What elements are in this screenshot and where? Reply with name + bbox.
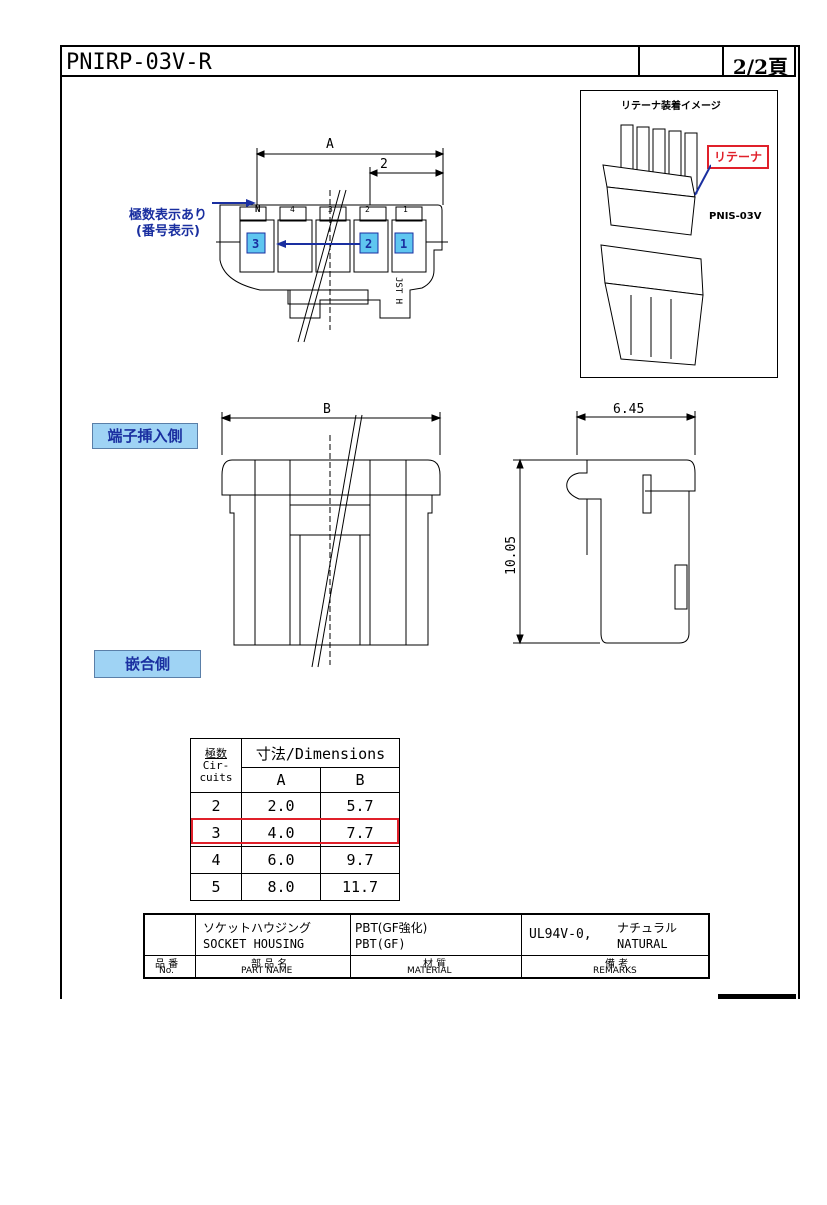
top-view-drawing: A 2 3 2 1 N 4 3 2 1 JST H bbox=[212, 137, 448, 343]
page-number: 2/2頁 bbox=[732, 55, 788, 79]
polarity-note-line2: (番号表示) bbox=[136, 224, 200, 239]
col-a-header: A bbox=[241, 767, 321, 793]
top-mark-4: 4 bbox=[290, 205, 295, 214]
hdr-material-en: MATERIAL bbox=[407, 966, 452, 976]
part-name-jp: ソケットハウジング bbox=[203, 921, 312, 935]
remarks-en: NATURAL bbox=[617, 937, 668, 951]
hdr-remarks-jp: 備 考 bbox=[605, 959, 629, 970]
col-b-header: B bbox=[320, 767, 400, 793]
part-number-title: PNIRP-03V-R bbox=[66, 50, 212, 75]
top-mark-2: 2 bbox=[365, 205, 370, 214]
table-row: 2 2.0 5.7 bbox=[190, 792, 400, 820]
retainer-label: リテーナ bbox=[707, 145, 769, 169]
retainer-image-box: リテーナ装着イメージ リテーナ PNIS-03V bbox=[580, 90, 778, 378]
dim-width-label: 6.45 bbox=[613, 402, 644, 417]
bottom-rule bbox=[718, 994, 796, 999]
row-a: 6.0 bbox=[241, 846, 321, 874]
circuits-header: 極数 Cir- cuits bbox=[190, 738, 242, 793]
hdr-no-en: No. bbox=[159, 966, 174, 976]
hdr-name-en: PART NAME bbox=[241, 966, 293, 976]
circuits-header-jp: 極数 bbox=[205, 746, 227, 760]
material-jp: PBT(GF強化) bbox=[355, 921, 428, 935]
highlighted-row-frame bbox=[191, 818, 399, 844]
title-spacer-cell bbox=[638, 47, 724, 75]
title-bar: PNIRP-03V-R 2/2頁 bbox=[60, 45, 796, 79]
circuits-header-en-2: cuits bbox=[199, 770, 233, 784]
row-a: 2.0 bbox=[241, 792, 321, 820]
dim-2-label: 2 bbox=[380, 157, 388, 172]
insertion-side-label: 端子挿入側 bbox=[92, 423, 198, 449]
row-a: 8.0 bbox=[241, 873, 321, 901]
row-circuits: 5 bbox=[190, 873, 242, 901]
dim-height-label: 10.05 bbox=[504, 536, 519, 575]
row-b: 9.7 bbox=[320, 846, 400, 874]
hdr-name-jp: 部 品 名 bbox=[251, 959, 288, 970]
dimensions-header: 寸法/Dimensions bbox=[241, 738, 400, 768]
dim-b-label: B bbox=[323, 402, 331, 417]
cavity-number-3: 3 bbox=[252, 237, 259, 251]
cavity-number-1: 1 bbox=[400, 237, 407, 251]
dimension-table: 極数 Cir- cuits 寸法/Dimensions A B 2 2.0 5.… bbox=[190, 738, 400, 901]
side-view-drawing: 6.45 10.05 bbox=[504, 402, 697, 645]
material-en: PBT(GF) bbox=[355, 937, 406, 951]
top-mark-3: 3 bbox=[328, 205, 333, 214]
front-view-drawing: B bbox=[220, 402, 442, 668]
table-row: 5 8.0 11.7 bbox=[190, 873, 400, 901]
hdr-no-jp: 品 番 bbox=[155, 959, 179, 970]
cavity-number-2: 2 bbox=[365, 237, 372, 251]
rating: UL94V-0, bbox=[529, 927, 592, 942]
row-b: 5.7 bbox=[320, 792, 400, 820]
hdr-material-jp: 材 質 bbox=[423, 959, 447, 970]
circuits-header-en-1: Cir- bbox=[202, 758, 230, 772]
housing-model-label: PNIS-03V bbox=[709, 211, 762, 222]
polarity-note-line1: 極数表示あり bbox=[128, 208, 207, 223]
remarks-jp: ナチュラル bbox=[617, 921, 678, 935]
dim-a-label: A bbox=[326, 137, 334, 152]
row-circuits: 2 bbox=[190, 792, 242, 820]
top-mark-n: N bbox=[255, 205, 260, 215]
row-circuits: 4 bbox=[190, 846, 242, 874]
retainer-illustration bbox=[600, 124, 711, 366]
polarity-note: 極数表示あり (番号表示) bbox=[118, 208, 218, 240]
retainer-image-title: リテーナ装着イメージ bbox=[621, 101, 721, 112]
jst-stamp: JST H bbox=[393, 277, 403, 304]
mating-side-label: 嵌合側 bbox=[94, 650, 201, 678]
top-mark-1: 1 bbox=[403, 205, 408, 214]
row-b: 11.7 bbox=[320, 873, 400, 901]
part-name-en: SOCKET HOUSING bbox=[203, 937, 305, 951]
hdr-remarks-en: REMARKS bbox=[593, 966, 637, 976]
parts-table: ソケットハウジング SOCKET HOUSING PBT(GF強化) PBT(G… bbox=[143, 913, 710, 979]
table-row: 4 6.0 9.7 bbox=[190, 846, 400, 874]
